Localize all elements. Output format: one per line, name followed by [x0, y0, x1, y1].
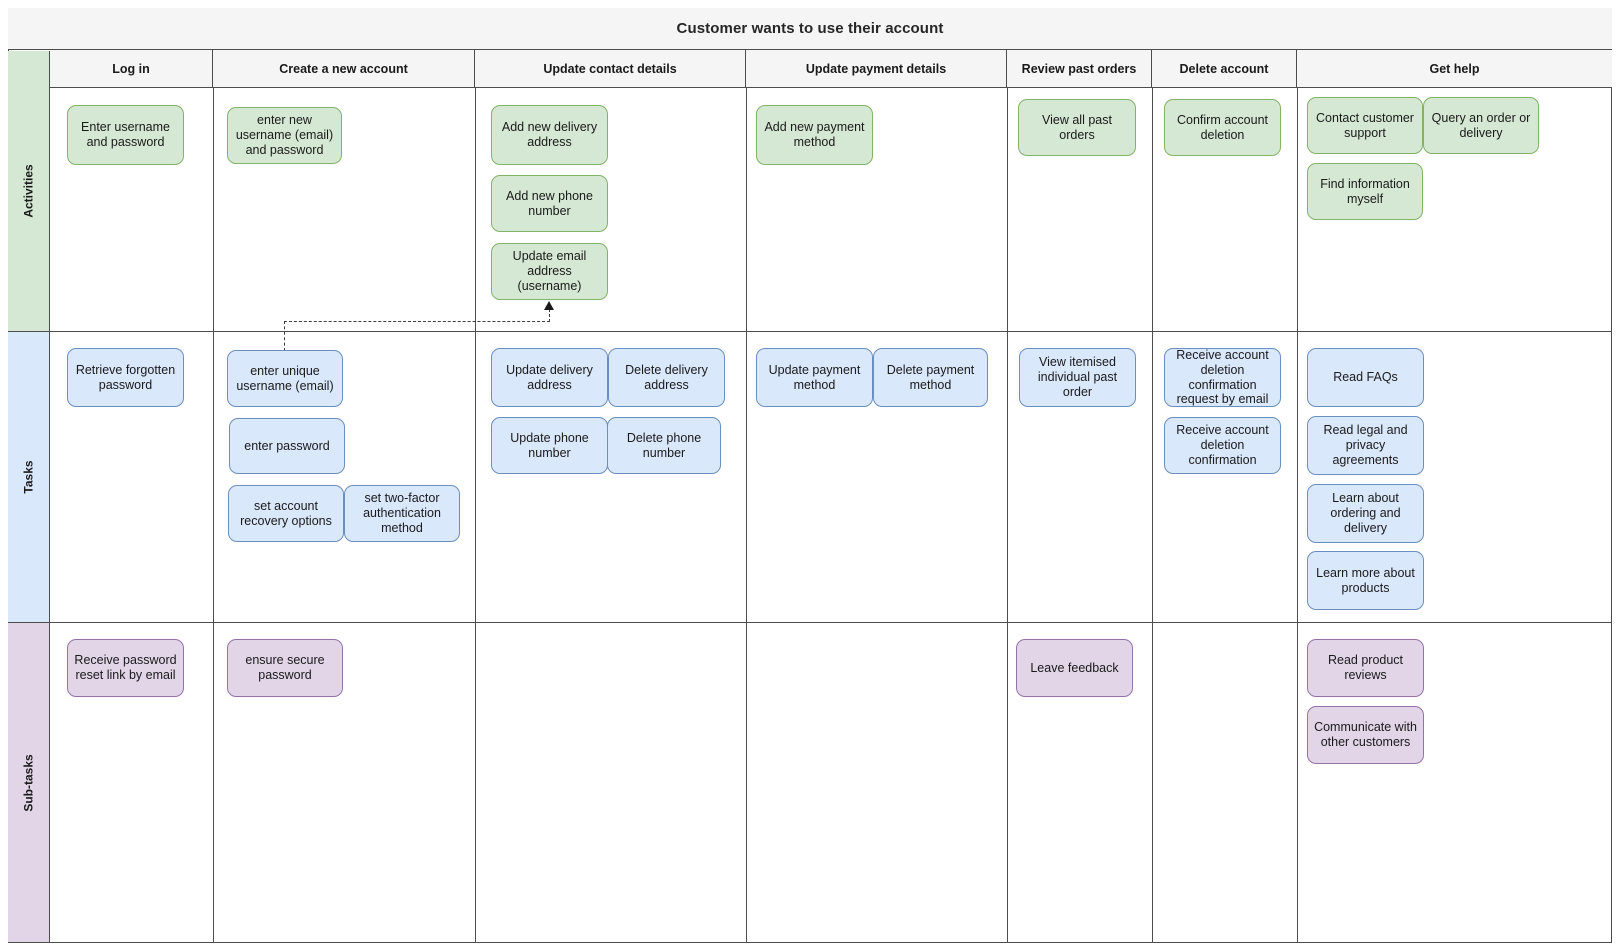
- connector-arrowhead-icon: [544, 301, 554, 310]
- column-header-update-payment-details[interactable]: Update payment details: [746, 50, 1007, 88]
- column-header-strip: Log in Create a new account Update conta…: [50, 50, 1612, 88]
- page-title: Customer wants to use their account: [676, 20, 944, 37]
- connector-segment-vertical-left: [284, 321, 285, 351]
- card-task-update-payment-method[interactable]: Update payment method: [756, 348, 873, 407]
- card-task-read-faqs[interactable]: Read FAQs: [1307, 348, 1424, 407]
- card-task-update-phone-number[interactable]: Update phone number: [491, 417, 608, 474]
- card-activity-query-an-order-or-delivery[interactable]: Query an order or delivery: [1423, 97, 1539, 154]
- column-header-delete-account[interactable]: Delete account: [1152, 50, 1297, 88]
- card-task-retrieve-forgotten-password[interactable]: Retrieve forgotten password: [67, 348, 184, 407]
- column-divider-6: [1297, 88, 1298, 942]
- card-task-set-two-factor-authentication-method[interactable]: set two-factor authentication method: [344, 485, 460, 542]
- lane-label-tasks: Tasks: [21, 460, 36, 494]
- column-header-get-help[interactable]: Get help: [1429, 62, 1480, 76]
- card-task-receive-account-deletion-confirmation[interactable]: Receive account deletion confirmation: [1164, 417, 1281, 474]
- card-task-enter-password[interactable]: enter password: [229, 418, 345, 474]
- column-divider-2: [475, 88, 476, 942]
- card-task-delete-payment-method[interactable]: Delete payment method: [873, 348, 988, 407]
- column-divider-4: [1007, 88, 1008, 942]
- column-divider-1: [213, 88, 214, 942]
- card-task-delete-phone-number[interactable]: Delete phone number: [607, 417, 721, 474]
- board-title-bar: Customer wants to use their account: [8, 8, 1612, 50]
- column-header-log-in[interactable]: Log in: [50, 50, 213, 88]
- card-task-read-legal-and-privacy-agreements[interactable]: Read legal and privacy agreements: [1307, 416, 1424, 475]
- card-task-receive-account-deletion-confirmation-request-by-email[interactable]: Receive account deletion confirmation re…: [1164, 348, 1281, 407]
- lane-band-tasks: Tasks: [8, 332, 50, 622]
- card-subtask-ensure-secure-password[interactable]: ensure secure password: [227, 639, 343, 697]
- lane-band-subtasks: Sub-tasks: [8, 623, 50, 942]
- card-activity-add-new-delivery-address[interactable]: Add new delivery address: [491, 105, 608, 165]
- card-task-enter-unique-username-email[interactable]: enter unique username (email): [227, 350, 343, 407]
- card-activity-contact-customer-support[interactable]: Contact customer support: [1307, 97, 1423, 154]
- connector-segment-vertical-right: [549, 309, 550, 322]
- connector-username-to-update-email: [284, 301, 550, 351]
- column-divider-3: [746, 88, 747, 942]
- card-activity-find-information-myself[interactable]: Find information myself: [1307, 163, 1423, 220]
- card-subtask-read-product-reviews[interactable]: Read product reviews: [1307, 639, 1424, 697]
- card-activity-confirm-account-deletion[interactable]: Confirm account deletion: [1164, 99, 1281, 156]
- column-header-create-a-new-account[interactable]: Create a new account: [213, 50, 475, 88]
- lane-divider-activities-tasks: [8, 331, 1612, 332]
- card-activity-enter-username-and-password[interactable]: Enter username and password: [67, 105, 184, 165]
- card-subtask-receive-password-reset-link-by-email[interactable]: Receive password reset link by email: [67, 639, 184, 697]
- card-activity-add-new-payment-method[interactable]: Add new payment method: [756, 105, 873, 165]
- lane-band-activities: Activities: [8, 51, 50, 331]
- card-subtask-communicate-with-other-customers[interactable]: Communicate with other customers: [1307, 706, 1424, 764]
- card-activity-add-new-phone-number[interactable]: Add new phone number: [491, 175, 608, 232]
- lane-label-subtasks: Sub-tasks: [21, 753, 36, 812]
- card-task-view-itemised-individual-past-order[interactable]: View itemised individual past order: [1019, 348, 1136, 407]
- column-header-review-past-orders[interactable]: Review past orders: [1007, 50, 1152, 88]
- card-task-learn-more-about-products[interactable]: Learn more about products: [1307, 551, 1424, 610]
- column-divider-5: [1152, 88, 1153, 942]
- card-task-set-account-recovery-options[interactable]: set account recovery options: [228, 485, 344, 542]
- card-task-delete-delivery-address[interactable]: Delete delivery address: [608, 348, 725, 407]
- card-activity-view-all-past-orders[interactable]: View all past orders: [1018, 99, 1136, 156]
- card-subtask-leave-feedback[interactable]: Leave feedback: [1016, 639, 1133, 697]
- card-activity-enter-new-username-email-and-password[interactable]: enter new username (email) and password: [227, 107, 342, 164]
- card-task-learn-about-ordering-and-delivery[interactable]: Learn about ordering and delivery: [1307, 484, 1424, 543]
- card-task-update-delivery-address[interactable]: Update delivery address: [491, 348, 608, 407]
- card-activity-update-email-address-username[interactable]: Update email address (username): [491, 243, 608, 300]
- lane-label-activities: Activities: [21, 164, 36, 218]
- connector-segment-horizontal: [284, 321, 550, 322]
- lane-divider-tasks-subtasks: [8, 622, 1612, 623]
- column-header-update-contact-details[interactable]: Update contact details: [475, 50, 746, 88]
